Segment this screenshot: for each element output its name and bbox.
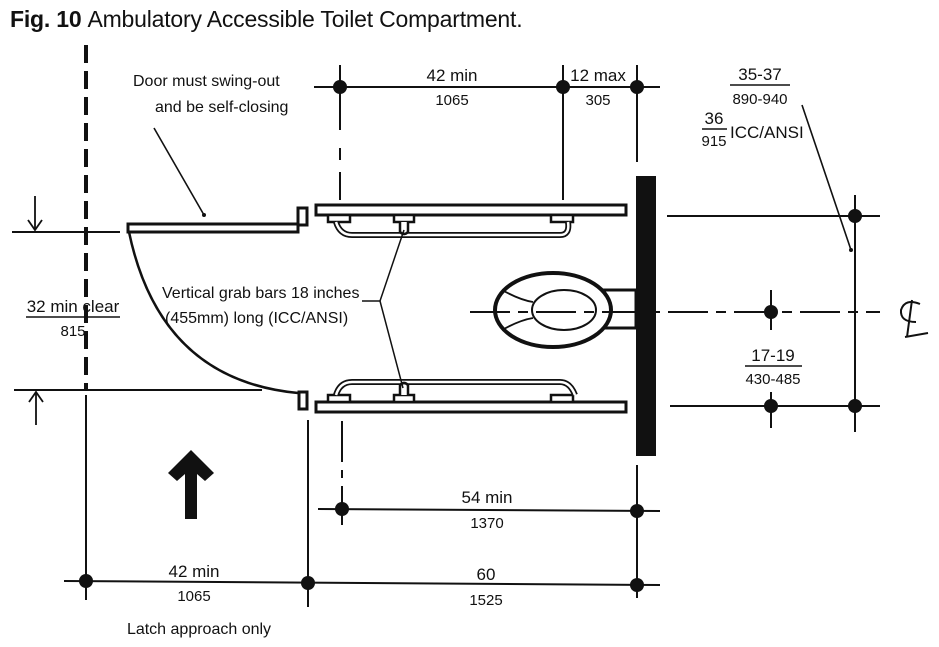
door-leaf [126, 206, 309, 234]
compartment-depth-imperial: 60 [477, 565, 496, 584]
door-jamb [297, 390, 309, 411]
grab-bar-depth-imperial: 42 min [426, 66, 477, 85]
approach-depth-metric: 1065 [177, 588, 210, 605]
door-callout-line2: and be self-closing [155, 99, 288, 116]
arrow-down-icon [27, 196, 43, 232]
door-callout-leader [153, 127, 205, 216]
door-clear-metric: 815 [60, 323, 85, 340]
compartment-width-icc-note: ICC/ANSI [730, 123, 804, 142]
latch-callout: Latch approach only [127, 621, 271, 638]
bottom-partition-wall [314, 379, 628, 414]
front-clearance-metric: 1370 [470, 515, 503, 532]
front-clearance-dimension-line [317, 421, 661, 598]
approach-depth-imperial: 42 min [168, 562, 219, 581]
toilet-centerline-metric: 430-485 [745, 371, 800, 388]
door-swing-arc [127, 231, 299, 395]
figure-caption: Ambulatory Accessible Toilet Compartment… [87, 6, 523, 32]
compartment-width-metric: 890-940 [732, 91, 787, 108]
door-clear-imperial: 32 min clear [27, 297, 120, 316]
grab-bar-depth-metric: 1065 [435, 92, 468, 109]
grab-bar-callout-leader [362, 229, 405, 389]
compartment-width-icc-imperial: 36 [705, 109, 724, 128]
right-dimension-line [667, 104, 880, 432]
back-wall [636, 176, 656, 456]
grab-bar-callout-line2: (455mm) long (ICC/ANSI) [165, 310, 348, 327]
centerline-icon [899, 299, 929, 338]
arrow-up-icon [28, 390, 44, 425]
compartment-width-icc-metric: 915 [701, 133, 726, 150]
door-callout-line1: Door must swing-out [133, 73, 280, 90]
arrow-up-icon [168, 450, 214, 519]
grab-bar-offset-imperial: 12 max [570, 66, 626, 85]
compartment-width-imperial: 35-37 [738, 65, 781, 84]
grab-bar-callout-line1: Vertical grab bars 18 inches [162, 285, 359, 302]
toilet-centerline-imperial: 17-19 [751, 346, 794, 365]
front-clearance-imperial: 54 min [461, 488, 512, 507]
top-partition-wall [314, 203, 628, 238]
bottom-dimension-line [63, 420, 661, 607]
top-dimension-line [314, 65, 660, 200]
toilet [493, 271, 638, 349]
compartment-depth-metric: 1525 [469, 592, 502, 609]
figure-number: Fig. 10 [10, 6, 82, 32]
grab-bar-offset-metric: 305 [585, 92, 610, 109]
